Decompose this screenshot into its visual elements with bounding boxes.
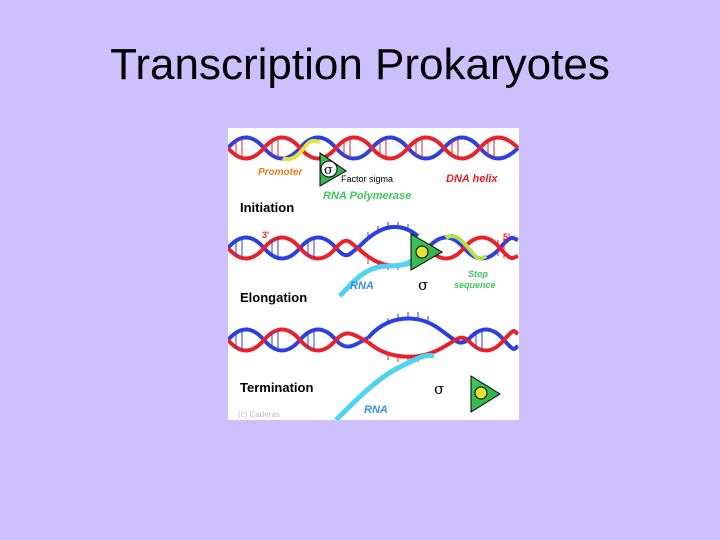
sigma-symbol-termination: σ — [434, 380, 444, 398]
termination-helix — [228, 312, 519, 364]
label-rna-termination: RNA — [364, 404, 388, 416]
slide-title: Transcription Prokaryotes — [110, 40, 610, 89]
rna-strand-termination — [334, 353, 435, 420]
label-elongation: Elongation — [240, 290, 307, 305]
rna-polymerase-released — [470, 375, 501, 413]
rna-polymerase-elongation — [410, 233, 443, 271]
elongation-helix — [228, 222, 519, 270]
sigma-symbol-initiation: σ — [324, 163, 333, 178]
label-copyright: (c) Caderas — [238, 410, 280, 419]
initiation-helix — [228, 135, 519, 162]
transcription-diagram: σ Promoter Factor sigma DNA helix RNA Po… — [228, 128, 519, 420]
label-five-prime: 5' — [503, 232, 510, 242]
label-initiation: Initiation — [240, 200, 294, 215]
label-stop-line1: Stop — [468, 269, 488, 279]
label-rna-polymerase: RNA Polymerase — [323, 190, 411, 202]
sigma-symbol-elongation: σ — [418, 276, 428, 294]
diagram-canvas: σ Promoter Factor sigma DNA helix RNA Po… — [228, 135, 519, 420]
label-dna-helix: DNA helix — [446, 173, 498, 185]
label-factor-sigma: Factor sigma — [341, 174, 393, 184]
sigma-factor-initiation: σ — [320, 160, 338, 178]
label-stop-line2: sequence — [454, 280, 496, 290]
label-termination: Termination — [240, 380, 313, 395]
label-promoter: Promoter — [258, 167, 304, 178]
label-three-prime: 3' — [262, 230, 269, 240]
label-rna-elongation: RNA — [350, 280, 374, 292]
